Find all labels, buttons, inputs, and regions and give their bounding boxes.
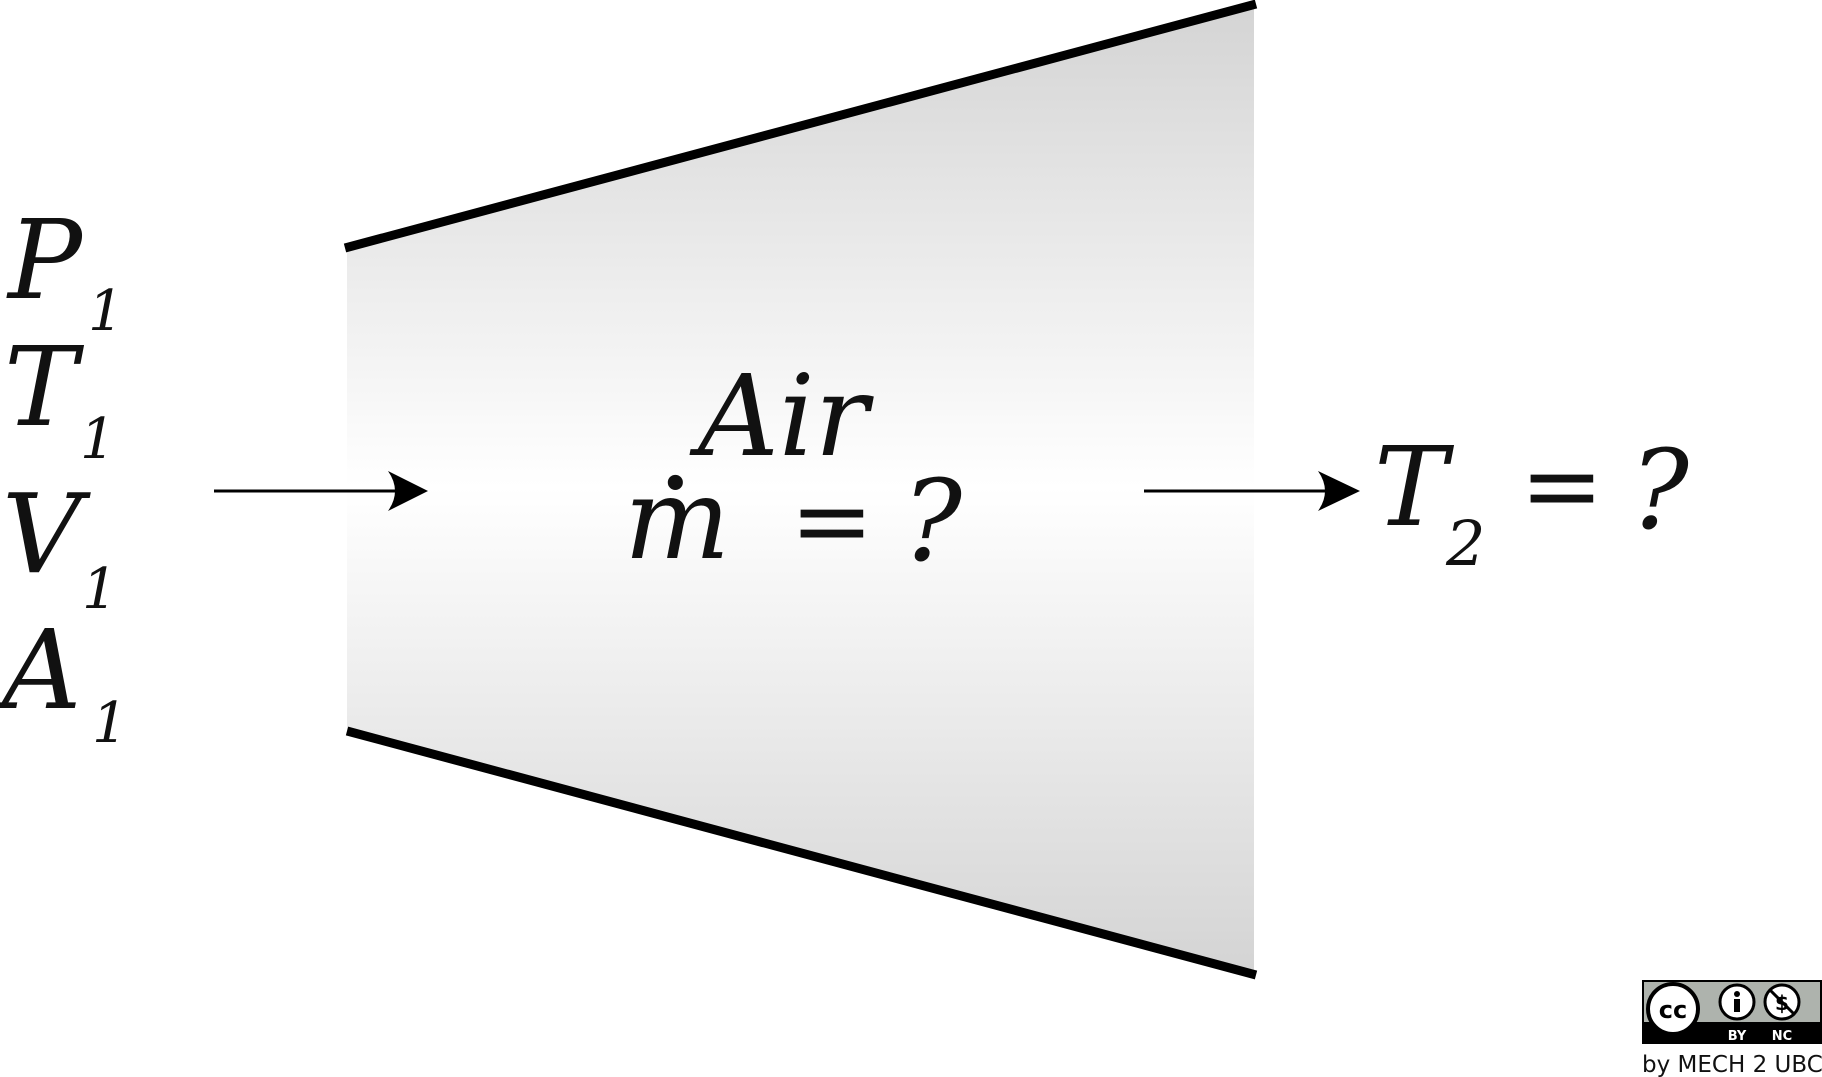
mass-flow-dot: • [660,455,691,515]
inlet-area-symbol: A [0,606,81,734]
inlet-flow-arrow [214,471,428,511]
outlet-temperature-symbol: T [1374,423,1455,551]
outlet-condition: T 2 = ? [1374,423,1690,580]
cc-license-badge: cc $ BY NC [1642,980,1822,1044]
inlet-velocity-symbol: V [2,470,91,598]
outlet-equals: = [1520,427,1604,544]
mass-flow-equals: = [790,462,874,579]
inlet-temperature-symbol: T [4,323,85,451]
inlet-pressure-symbol: P [6,196,84,324]
fluid-label: Air [689,352,875,482]
inlet-temperature-subscript: 1 [80,407,116,472]
cc-logo-icon: cc [1646,982,1700,1036]
mass-flow-unknown: ? [902,457,963,587]
inlet-conditions: P 1 T 1 V 1 A 1 [0,196,128,756]
inlet-pressure-subscript: 1 [88,279,124,344]
attribution-person-icon [1718,983,1756,1021]
svg-text:cc: cc [1659,996,1687,1024]
mass-flow-symbol: m [624,455,730,585]
attribution-text: by MECH 2 UBC [1642,1052,1822,1077]
outlet-flow-arrow [1144,471,1360,511]
outlet-temperature-subscript: 2 [1445,507,1485,580]
diffuser-bottom-wall [345,726,1258,980]
diffuser-body [347,4,1254,970]
inlet-velocity-subscript: 1 [82,557,118,622]
mass-flow-rate: • m = ? [624,455,963,587]
outlet-unknown: ? [1630,426,1690,554]
noncommercial-dollar-icon: $ [1763,983,1801,1021]
diffuser-top-wall [343,0,1258,253]
license-nc-label: NC [1772,1029,1792,1044]
inlet-area-subscript: 1 [92,691,128,756]
license-by-label: BY [1728,1029,1747,1044]
